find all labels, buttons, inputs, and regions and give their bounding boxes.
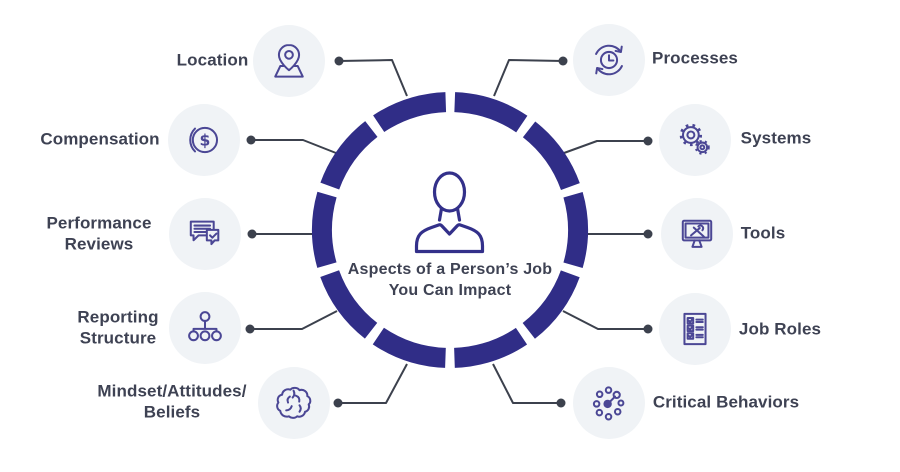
node-label-tools: Tools [740,223,786,243]
node-bubble-job-roles [659,293,731,365]
brain-icon [276,386,312,419]
connector-reporting-structure [245,310,338,334]
gears-icon [679,123,710,155]
connector-tools [588,229,653,239]
person-icon [414,171,485,254]
dollar-coin-icon: $ [189,126,219,154]
location-pin-icon [274,43,304,78]
node-label-job-roles: Job Roles [738,319,822,339]
node-bubble-mindset [258,367,330,439]
cycle-clock-icon [595,44,623,76]
node-label-compensation: Compensation [40,129,160,149]
node-label-processes: Processes [652,48,738,68]
connector-location [334,56,408,97]
connector-systems [563,136,653,154]
node-bubble-tools [661,198,733,270]
center-title: Aspects of a Person’s Job You Can Impact [347,261,553,299]
segmented-ring [312,92,588,368]
node-bubble-processes [573,24,645,96]
node-label-critical-behaviors: Critical Behaviors [652,392,800,412]
node-label-performance-reviews: Performance Reviews [46,213,152,253]
connector-mindset [333,363,408,408]
node-bubble-critical-behaviors [573,367,645,439]
node-label-reporting-structure: Reporting Structure [77,307,159,347]
chat-bubbles-icon [189,220,220,246]
node-bubble-performance-reviews [169,198,241,270]
connector-job-roles [562,310,653,334]
connector-critical-behaviors [492,363,566,408]
connector-performance-reviews [247,229,313,239]
node-bubble-compensation: $ [168,104,240,176]
dots-network-icon [592,386,625,421]
org-chart-icon [188,311,222,342]
node-label-systems: Systems [740,128,812,148]
node-label-location: Location [176,50,249,70]
checklist-icon [683,312,707,346]
node-bubble-reporting-structure [169,292,241,364]
node-bubble-location [253,25,325,97]
connector-processes [493,56,568,97]
node-label-mindset: Mindset/Attitudes/ Beliefs [97,381,247,421]
svg-text:$: $ [199,131,210,149]
monitor-tools-icon [681,219,713,248]
node-bubble-systems [659,104,731,176]
connector-compensation [246,135,337,154]
